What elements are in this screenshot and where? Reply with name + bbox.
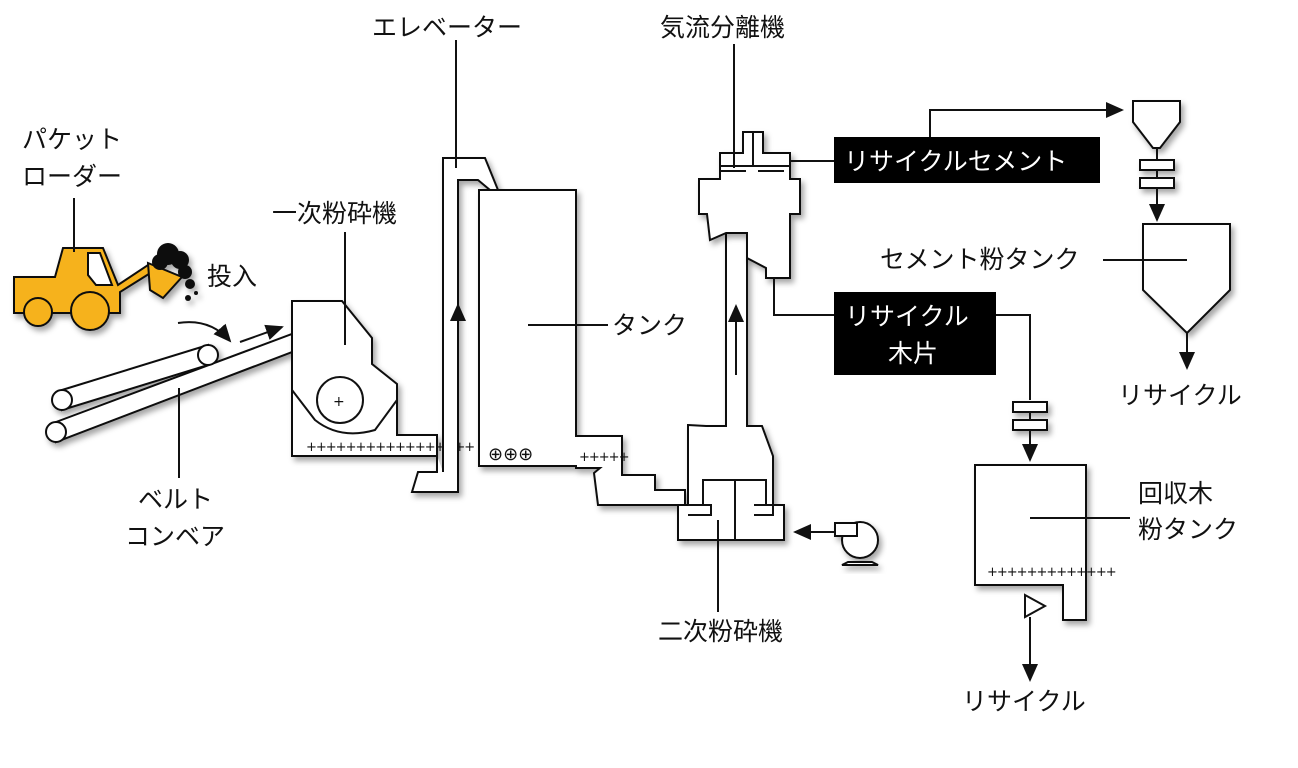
- label-tank: タンク: [612, 311, 687, 340]
- belt-conveyor: [45, 332, 293, 444]
- label-recycle-1: リサイクル: [1118, 381, 1242, 410]
- label-cement-powder-tank: セメント粉タンク: [880, 245, 1080, 274]
- label-wood-tank-2: 粉タンク: [1138, 515, 1238, 544]
- loader-wheel-front: [70, 291, 110, 331]
- blower: [834, 521, 879, 566]
- label-recycle-wood-2: 木片: [888, 339, 938, 368]
- label-wood-tank-1: 回収木: [1138, 479, 1213, 508]
- label-conveyor-2: コンベア: [125, 522, 225, 551]
- label-recycle-wood-1: リサイクル: [845, 302, 969, 331]
- label-loader-2: ローダー: [22, 162, 122, 191]
- loader-wheel-rear: [23, 297, 53, 327]
- tank: [478, 189, 686, 506]
- rotor: [316, 376, 364, 424]
- wood-powder-tank: [974, 401, 1087, 621]
- label-air-separator: 気流分離機: [660, 13, 785, 42]
- recycle-cement-box: リサイクルセメント: [834, 137, 1100, 183]
- svg-text:+++++++++++++: +++++++++++++: [987, 565, 1116, 580]
- cement-powder-tank: [1132, 100, 1231, 335]
- conveyor-direction-arrow: [239, 324, 284, 343]
- svg-text:+++++: +++++: [579, 450, 629, 465]
- air-separator: [698, 131, 801, 279]
- label-recycle-cement: リサイクルセメント: [844, 147, 1067, 176]
- label-primary-crusher: 一次粉砕機: [272, 199, 397, 228]
- recycle-wood-chips-box: リサイクル 木片: [834, 292, 996, 375]
- label-secondary-crusher: 二次粉砕機: [658, 617, 783, 646]
- loader-bucket: [146, 261, 184, 300]
- feed-arrow: [177, 321, 232, 343]
- elevator: [410, 157, 500, 493]
- bucket-loader: [13, 243, 198, 331]
- loader-window: [87, 252, 114, 286]
- label-conveyor-1: ベルト: [138, 485, 213, 514]
- secondary-crusher: [677, 232, 785, 541]
- svg-text:⊕⊕⊕: ⊕⊕⊕: [488, 444, 533, 465]
- material-pile: [152, 243, 198, 301]
- svg-text:+: +: [333, 394, 345, 410]
- svg-text:+++++++++++++++++: +++++++++++++++++: [306, 440, 474, 455]
- label-input: 投入: [207, 262, 257, 291]
- label-elevator: エレベーター: [372, 13, 522, 42]
- label-loader-1: パケット: [22, 125, 122, 154]
- label-recycle-2: リサイクル: [962, 687, 1086, 716]
- primary-crusher: [291, 300, 438, 457]
